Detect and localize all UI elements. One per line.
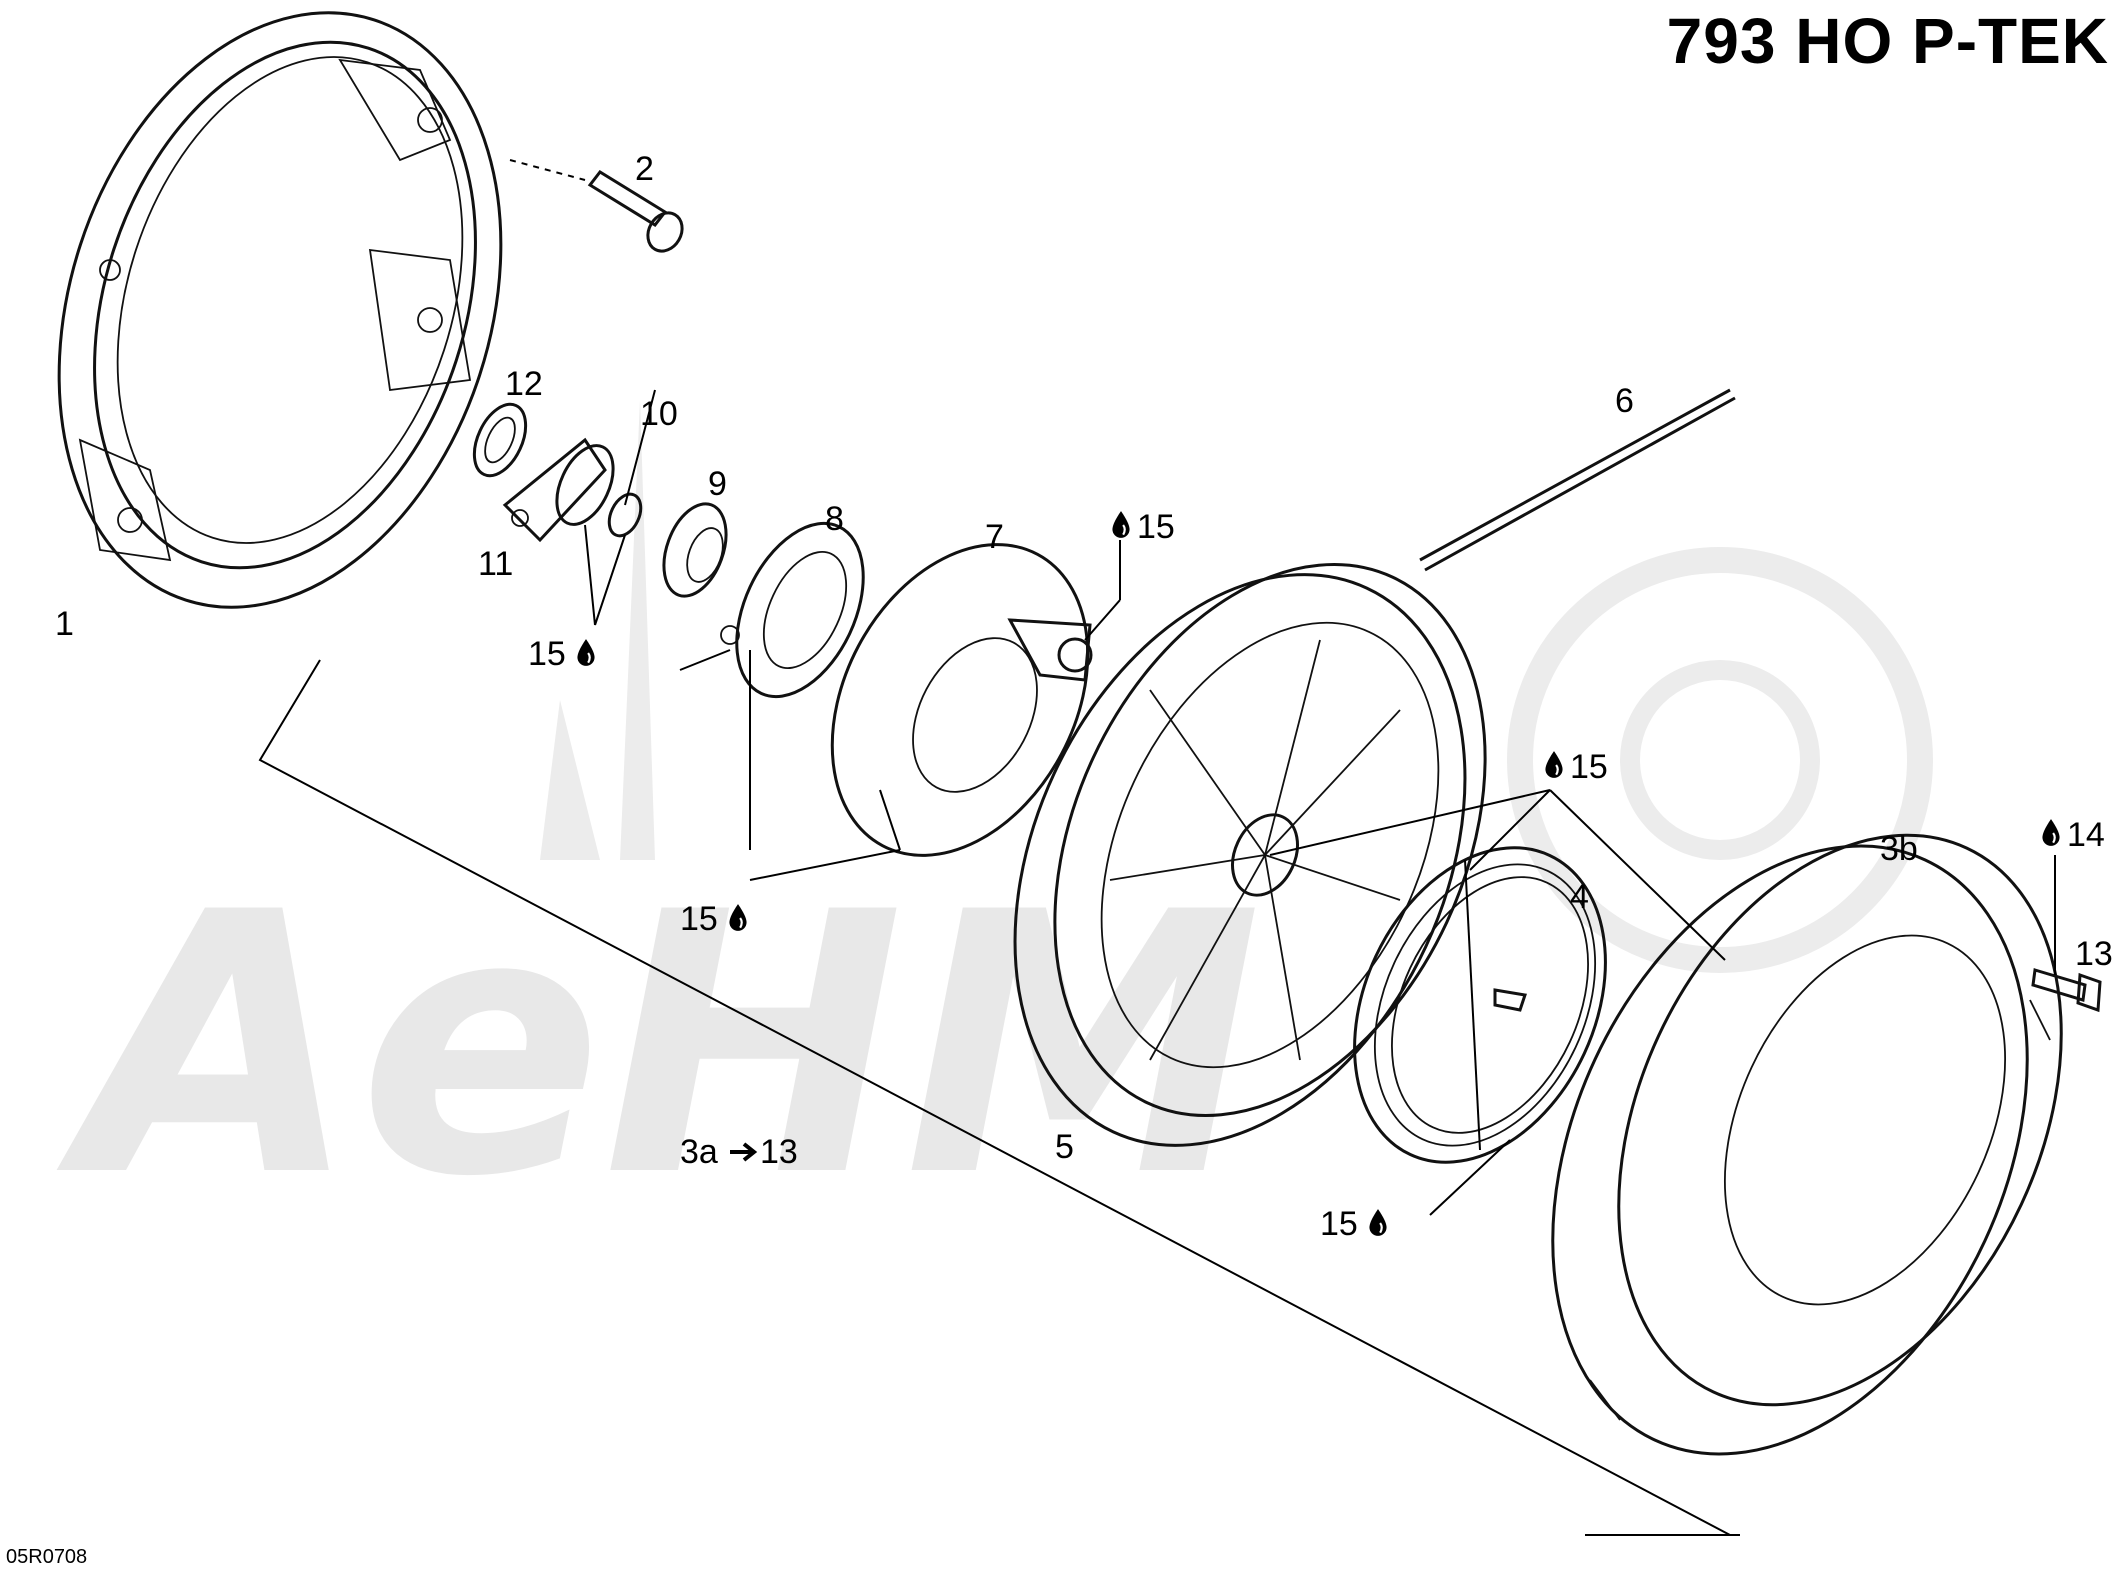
svg-text:3a: 3a <box>680 1133 718 1171</box>
callout-3a-to-13: 3a 13 <box>680 1133 798 1171</box>
drawing-code: 05R0708 <box>6 1546 88 1568</box>
part-7-ratchet <box>830 543 1093 857</box>
oil-drop-icon <box>1544 750 1564 779</box>
callout-6: 6 <box>1615 382 1634 420</box>
part-13-bolt <box>2031 968 2102 1013</box>
page-title: 793 HO P-TEK <box>1666 5 2109 77</box>
callout-5: 5 <box>1055 1128 1074 1166</box>
arrow-right-icon <box>730 1142 758 1162</box>
part-4-recoil-spring <box>1353 846 1607 1164</box>
part-10-o-ring <box>607 492 643 538</box>
callout-2: 2 <box>635 150 654 188</box>
callout-11: 11 <box>478 545 513 583</box>
callout-3b: 3b <box>1880 830 1918 868</box>
callout-8: 8 <box>825 500 844 538</box>
svg-text:14: 14 <box>2067 816 2105 854</box>
part-1-housing-ring <box>57 11 503 609</box>
part-9-bushing <box>662 502 728 598</box>
part-11-plate <box>502 437 615 543</box>
callout-13: 13 <box>2075 935 2113 973</box>
svg-text:15: 15 <box>1320 1205 1358 1243</box>
part-6-starter-rope <box>1419 388 1736 572</box>
svg-text:15: 15 <box>680 900 718 938</box>
oil-drop-icon <box>2041 818 2061 847</box>
callout-4: 4 <box>1570 878 1589 916</box>
oil-drop-icon <box>576 638 596 667</box>
leader-lines <box>258 389 2056 1536</box>
callout-15-b: 15 <box>680 900 748 938</box>
callout-15-d: 15 <box>1544 748 1608 786</box>
part-5-rope-pulley <box>1013 563 1487 1147</box>
callout-15-c: 15 <box>1111 508 1175 546</box>
svg-text:15: 15 <box>1137 508 1175 546</box>
svg-text:15: 15 <box>528 635 566 673</box>
oil-drop-icon <box>1111 510 1131 539</box>
part-12-lock-washer <box>472 402 528 478</box>
svg-text:AeHM: AeHM <box>52 836 1262 1255</box>
callout-14: 14 <box>2041 816 2105 854</box>
part-2-screw <box>509 159 684 253</box>
svg-text:13: 13 <box>760 1133 798 1171</box>
callout-labels: 1 2 12 10 11 9 8 7 6 5 4 3b 13 3a 13 15 … <box>55 150 2113 1243</box>
callout-7: 7 <box>985 518 1004 556</box>
callout-10: 10 <box>640 395 678 433</box>
part-3b-starter-cover <box>1551 833 2063 1456</box>
callout-1: 1 <box>55 605 74 643</box>
watermark: AeHM <box>52 400 1933 1255</box>
callout-15-e: 15 <box>1320 1205 1388 1243</box>
callout-9: 9 <box>708 465 727 503</box>
oil-drop-icon <box>1368 1208 1388 1237</box>
callout-12: 12 <box>505 365 543 403</box>
callout-15-a: 15 <box>528 635 596 673</box>
svg-text:15: 15 <box>1570 748 1608 786</box>
part-8-pawl-plate <box>720 521 865 699</box>
